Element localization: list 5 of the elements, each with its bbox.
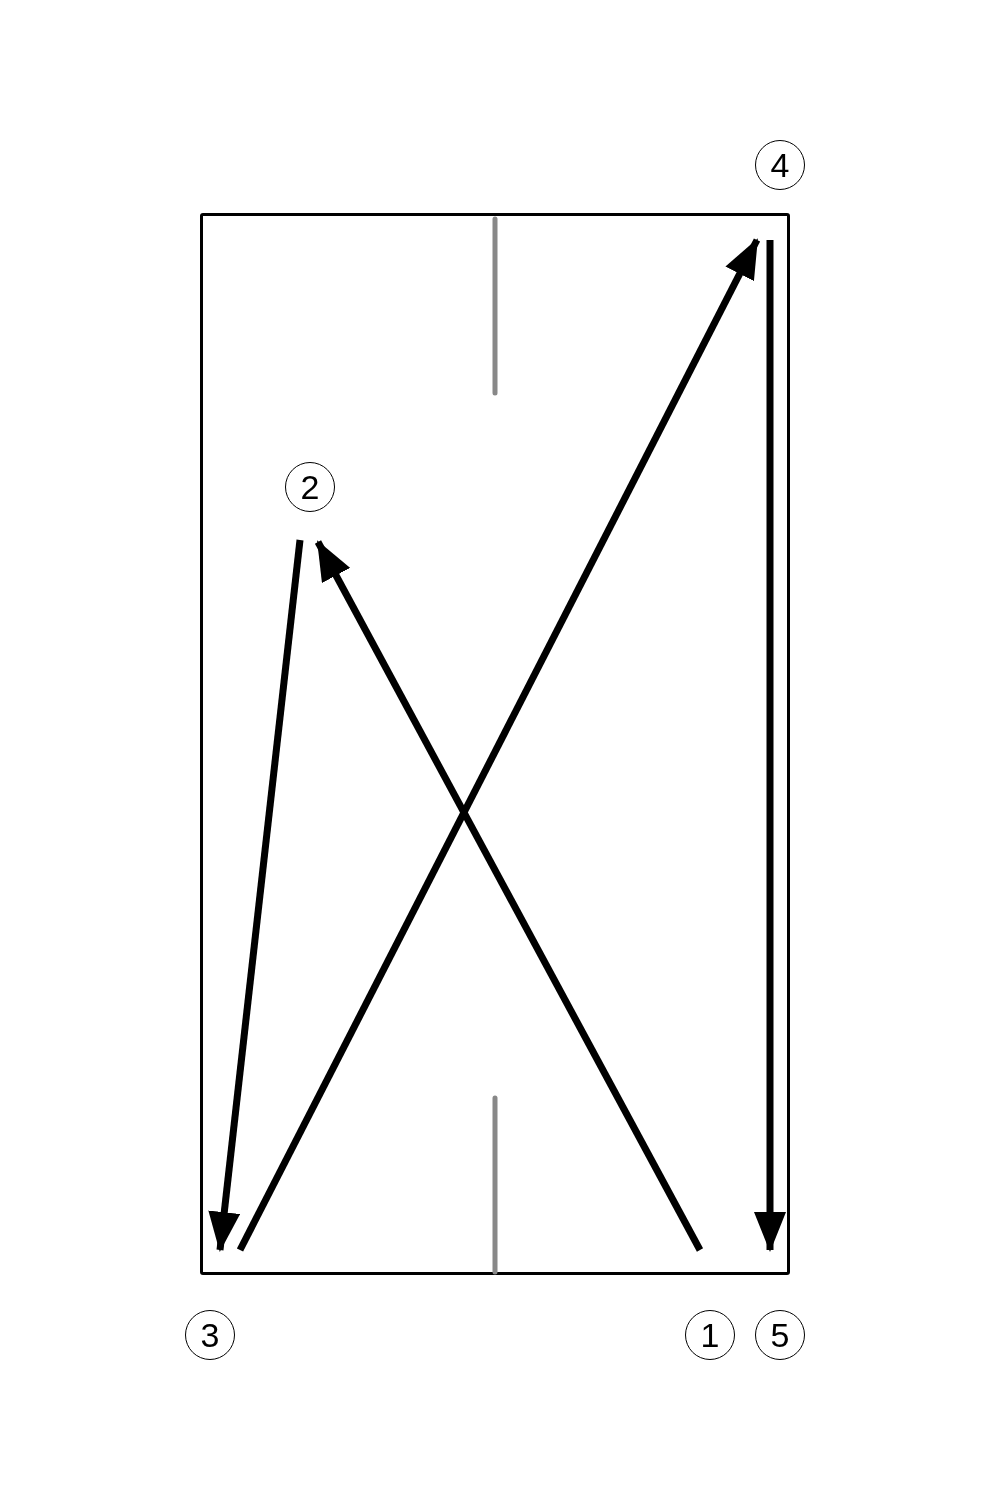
callout-number: 4 [755, 140, 805, 190]
callout-number: 5 [755, 1310, 805, 1360]
callout-number: 2 [285, 462, 335, 512]
callout-number: 3 [185, 1310, 235, 1360]
callout-number: 1 [685, 1310, 735, 1360]
